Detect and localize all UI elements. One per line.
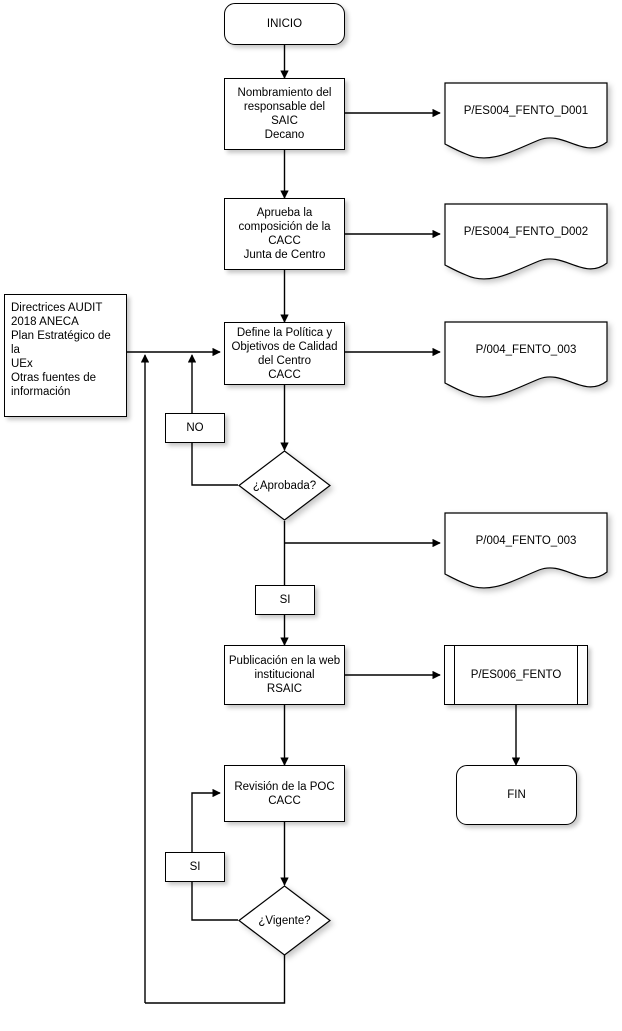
node-nombramiento[interactable]: Nombramiento del responsable del SAIC De… (224, 78, 345, 150)
node-doc-d001-label: P/ES004_FENTO_D001 (463, 105, 589, 117)
node-inicio[interactable]: INICIO (224, 3, 345, 45)
node-aprueba-label: Aprueba la composición de la CACC Junta … (238, 207, 331, 261)
node-fuentes-informacion[interactable]: Directrices AUDIT 2018 ANECA Plan Estrat… (4, 294, 127, 417)
node-fin[interactable]: FIN (456, 765, 577, 825)
node-doc-d002[interactable]: P/ES004_FENTO_D002 (444, 203, 608, 281)
node-fuentes-label: Directrices AUDIT 2018 ANECA Plan Estrat… (11, 302, 111, 398)
node-aprobada[interactable]: ¿Aprobada? (238, 450, 331, 521)
node-label-si-2[interactable]: SI (165, 852, 225, 882)
node-revision-label: Revisión de la POC CACC (234, 780, 335, 807)
node-label-si-text: SI (279, 594, 291, 606)
node-publicacion-label: Publicación en la web institucional RSAI… (228, 655, 341, 695)
node-aprueba[interactable]: Aprueba la composición de la CACC Junta … (224, 198, 345, 270)
node-doc-d001[interactable]: P/ES004_FENTO_D001 (444, 82, 608, 160)
node-doc-003-b-label: P/004_FENTO_003 (475, 535, 577, 547)
edge-vigente-bottom (145, 955, 286, 1004)
node-vigente[interactable]: ¿Vigente? (238, 885, 331, 956)
node-label-no-text: NO (186, 422, 204, 434)
node-aprobada-label: ¿Aprobada? (252, 479, 317, 492)
node-revision[interactable]: Revisión de la POC CACC (224, 765, 345, 822)
edge-aprobada-no-loop (187, 354, 238, 486)
node-inicio-label: INICIO (266, 18, 303, 30)
node-nombramiento-label: Nombramiento del responsable del SAIC De… (237, 87, 332, 141)
node-predef-es006-label: P/ES006_FENTO (470, 669, 562, 681)
node-label-no[interactable]: NO (165, 413, 225, 443)
node-label-si[interactable]: SI (255, 585, 315, 615)
node-fin-label: FIN (507, 789, 526, 801)
predef-left-bar (454, 646, 455, 704)
node-define-label: Define la Política y Objetivos de Calida… (231, 326, 338, 381)
node-publicacion[interactable]: Publicación en la web institucional RSAI… (224, 645, 345, 705)
node-doc-003-b[interactable]: P/004_FENTO_003 (444, 512, 608, 590)
node-doc-003-a[interactable]: P/004_FENTO_003 (444, 321, 608, 399)
node-label-si-2-text: SI (189, 861, 201, 873)
predef-right-bar (577, 646, 578, 704)
node-vigente-label: ¿Vigente? (258, 914, 311, 927)
node-predef-es006[interactable]: P/ES006_FENTO (444, 645, 588, 705)
node-define[interactable]: Define la Política y Objetivos de Calida… (224, 322, 345, 385)
node-doc-d002-label: P/ES004_FENTO_D002 (463, 226, 589, 238)
node-doc-003-a-label: P/004_FENTO_003 (475, 344, 577, 356)
